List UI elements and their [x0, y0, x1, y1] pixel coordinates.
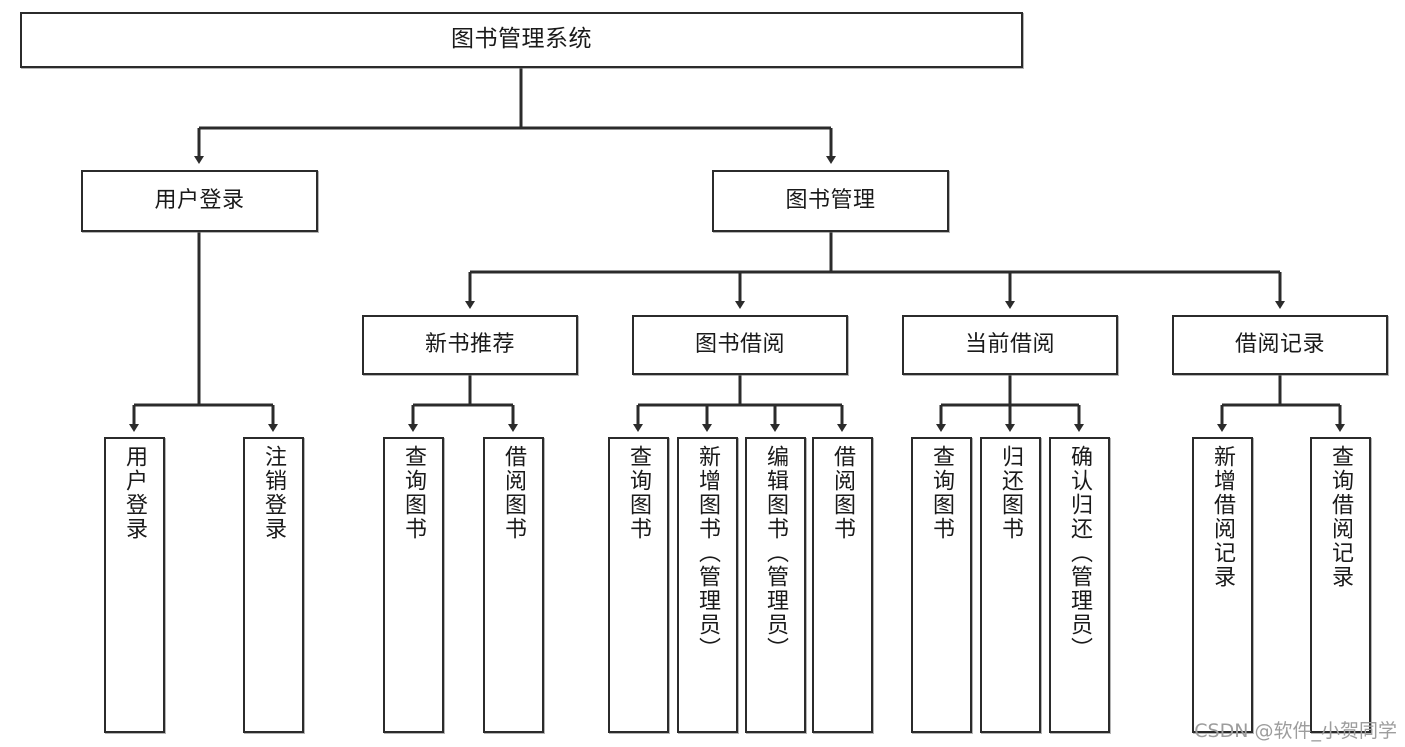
node-label: 查询图书	[401, 445, 427, 541]
node-leaf-user-logout[interactable]: 注销登录	[243, 437, 304, 733]
node-borrowing-record[interactable]: 借阅记录	[1172, 315, 1388, 375]
node-label: 当前借阅	[964, 332, 1055, 358]
node-label: 借阅图书	[830, 445, 856, 541]
node-label: 用户登录	[122, 445, 148, 541]
node-leaf-query-book-current[interactable]: 查询图书	[911, 437, 972, 733]
node-label: 归还图书	[998, 445, 1024, 541]
node-label: 编辑图书（管理员）	[763, 445, 789, 661]
node-label: 查询图书	[626, 445, 652, 541]
node-label: 图书借阅	[694, 332, 785, 358]
node-leaf-query-book[interactable]: 查询图书	[608, 437, 669, 733]
node-label: 新增图书（管理员）	[695, 445, 721, 661]
node-leaf-query-borrow-record[interactable]: 查询借阅记录	[1310, 437, 1371, 733]
node-label: 新增借阅记录	[1210, 445, 1236, 589]
node-label: 借阅图书	[501, 445, 527, 541]
node-leaf-edit-book-admin[interactable]: 编辑图书（管理员）	[745, 437, 806, 733]
node-leaf-borrow-book-recommendation[interactable]: 借阅图书	[483, 437, 544, 733]
node-book-management[interactable]: 图书管理	[712, 170, 949, 232]
node-leaf-add-borrow-record[interactable]: 新增借阅记录	[1192, 437, 1253, 733]
node-leaf-user-login[interactable]: 用户登录	[104, 437, 165, 733]
node-label: 新书推荐	[424, 332, 515, 358]
node-leaf-query-book-recommendation[interactable]: 查询图书	[383, 437, 444, 733]
node-user-login[interactable]: 用户登录	[81, 170, 318, 232]
node-leaf-return-book[interactable]: 归还图书	[980, 437, 1041, 733]
node-root-book-management-system[interactable]: 图书管理系统	[20, 12, 1023, 68]
node-label: 图书管理	[785, 188, 876, 214]
node-label: 图书管理系统	[451, 26, 592, 53]
node-label: 用户登录	[154, 188, 245, 214]
node-label: 查询图书	[929, 445, 955, 541]
node-label: 确认归还（管理员）	[1067, 445, 1093, 661]
node-new-book-recommendation[interactable]: 新书推荐	[362, 315, 578, 375]
node-label: 查询借阅记录	[1328, 445, 1354, 589]
node-label: 借阅记录	[1234, 332, 1325, 358]
node-leaf-borrow-book[interactable]: 借阅图书	[812, 437, 873, 733]
node-leaf-add-book-admin[interactable]: 新增图书（管理员）	[677, 437, 738, 733]
csdn-watermark: CSDN @软件_小贺同学	[1194, 720, 1397, 742]
node-leaf-confirm-return-admin[interactable]: 确认归还（管理员）	[1049, 437, 1110, 733]
node-current-borrowing[interactable]: 当前借阅	[902, 315, 1118, 375]
node-book-borrowing[interactable]: 图书借阅	[632, 315, 848, 375]
node-label: 注销登录	[261, 445, 287, 541]
